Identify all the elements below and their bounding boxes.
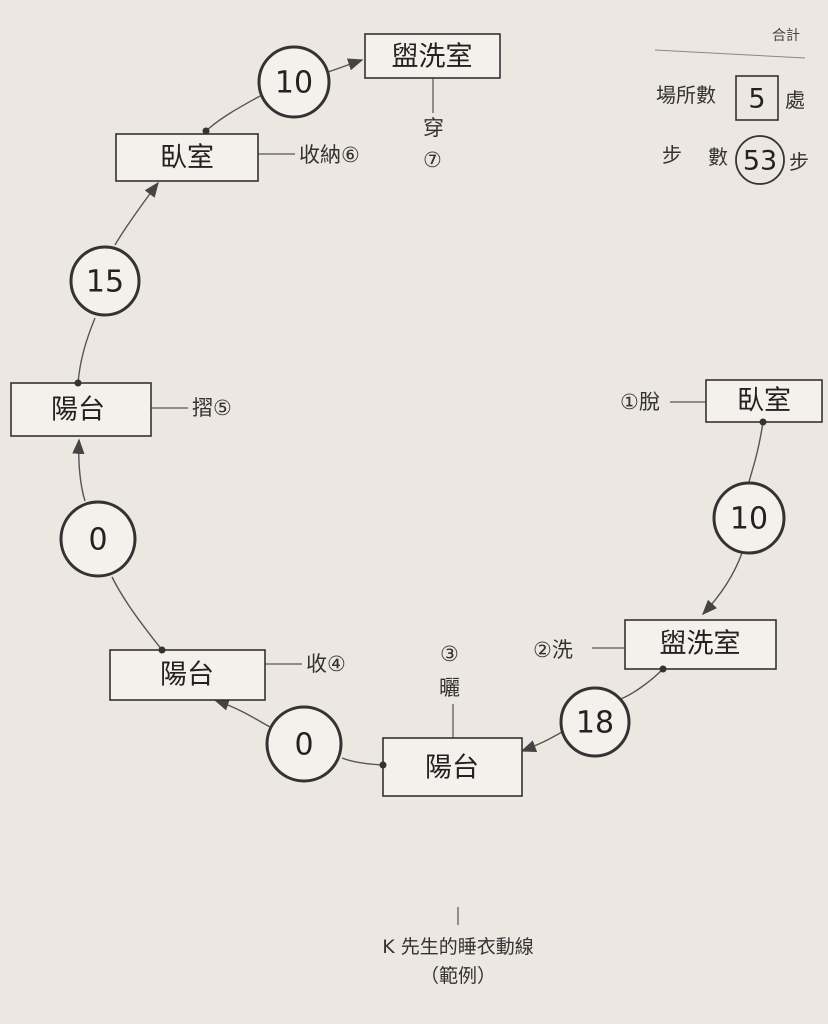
node-bathroom-right: 盥洗室 (624, 619, 777, 670)
flow-edges (72, 58, 764, 766)
step-top-value: 10 (275, 66, 313, 101)
step-right-value: 10 (730, 502, 768, 537)
action-1-label: ①脫 (620, 390, 660, 414)
edge-c0-to-balcony (213, 698, 271, 728)
node-bedroom-right-label: 臥室 (737, 386, 791, 417)
leader-lines (151, 78, 706, 925)
steps-label-2: 數 (708, 145, 728, 169)
edge-c10-to-bathroom (701, 552, 743, 616)
action-6-label: 收納⑥ (299, 143, 360, 167)
action-7-number: ⑦ (423, 148, 442, 172)
node-bedroom-top-label: 臥室 (160, 143, 214, 174)
node-balcony-left2: 陽台 (109, 649, 266, 701)
edge-c10b-to-bathroom (327, 58, 364, 73)
places-box (735, 75, 779, 121)
steps-circle (735, 135, 785, 185)
node-bathroom-top-label: 盥洗室 (392, 42, 473, 73)
edge-c15-to-bedroom (114, 181, 159, 246)
node-balcony-left1-label: 陽台 (51, 395, 105, 426)
action-7-label: 穿 (423, 116, 444, 140)
summary-panel: 合計 場所數 5 處 步 數 53 步 (654, 28, 809, 185)
node-bedroom-top: 臥室 (115, 133, 259, 182)
caption-title: K 先生的睡衣動線 (382, 936, 534, 958)
edge-c18-to-balcony (520, 731, 563, 752)
node-balcony-bottom-label: 陽台 (425, 753, 479, 784)
edge-c0b-to-balcony (72, 438, 86, 502)
places-value: 5 (748, 84, 765, 115)
node-bathroom-right-label: 盥洗室 (660, 629, 741, 660)
node-balcony-left2-label: 陽台 (160, 660, 214, 691)
step-circle-bottom-right: 18 (559, 686, 631, 758)
step-circle-left-mid: 0 (59, 500, 137, 578)
action-3-number: ③ (440, 642, 459, 666)
dot-3 (379, 761, 387, 769)
step-circle-bottom-left: 0 (265, 705, 343, 783)
node-balcony-bottom: 陽台 (382, 737, 523, 797)
places-unit: 處 (785, 88, 805, 112)
edge-bedroom-to-c10b (205, 95, 261, 132)
node-bathroom-top: 盥洗室 (364, 33, 501, 79)
caption-subtitle: （範例） (420, 965, 496, 987)
dot-1 (759, 418, 767, 426)
steps-label-1: 步 (662, 143, 682, 167)
step-circle-right: 10 (712, 481, 786, 555)
step-circle-left-upper: 15 (69, 245, 141, 317)
edge-bathroom-to-c18 (617, 668, 664, 701)
places-label: 場所數 (656, 83, 716, 107)
step-left-upper-value: 15 (86, 265, 124, 300)
step-bottom-left-value: 0 (294, 728, 313, 763)
dot-4 (158, 646, 166, 654)
node-balcony-left1: 陽台 (10, 382, 152, 437)
edge-balcony-to-c0b (111, 576, 163, 651)
action-5-label: 摺⑤ (192, 396, 232, 420)
step-circle-top: 10 (257, 45, 331, 119)
action-3-label: 曬 (439, 676, 460, 700)
dot-6 (202, 127, 210, 135)
action-4-label: 收④ (306, 652, 346, 676)
step-bottom-right-value: 18 (576, 706, 614, 741)
step-left-mid-value: 0 (88, 523, 107, 558)
edge-balcony-to-c0 (341, 757, 384, 766)
dot-5 (74, 379, 82, 387)
summary-rule (654, 49, 806, 59)
summary-title: 合計 (772, 28, 800, 44)
steps-value: 53 (743, 146, 777, 177)
edge-balcony-to-c15 (77, 317, 96, 384)
edge-bedroom-to-c10 (748, 421, 764, 483)
dot-2 (659, 665, 667, 673)
node-bedroom-right: 臥室 (705, 379, 823, 423)
steps-unit: 步 (789, 150, 809, 174)
connection-dots (74, 127, 767, 769)
action-2-label: ②洗 (533, 638, 573, 662)
